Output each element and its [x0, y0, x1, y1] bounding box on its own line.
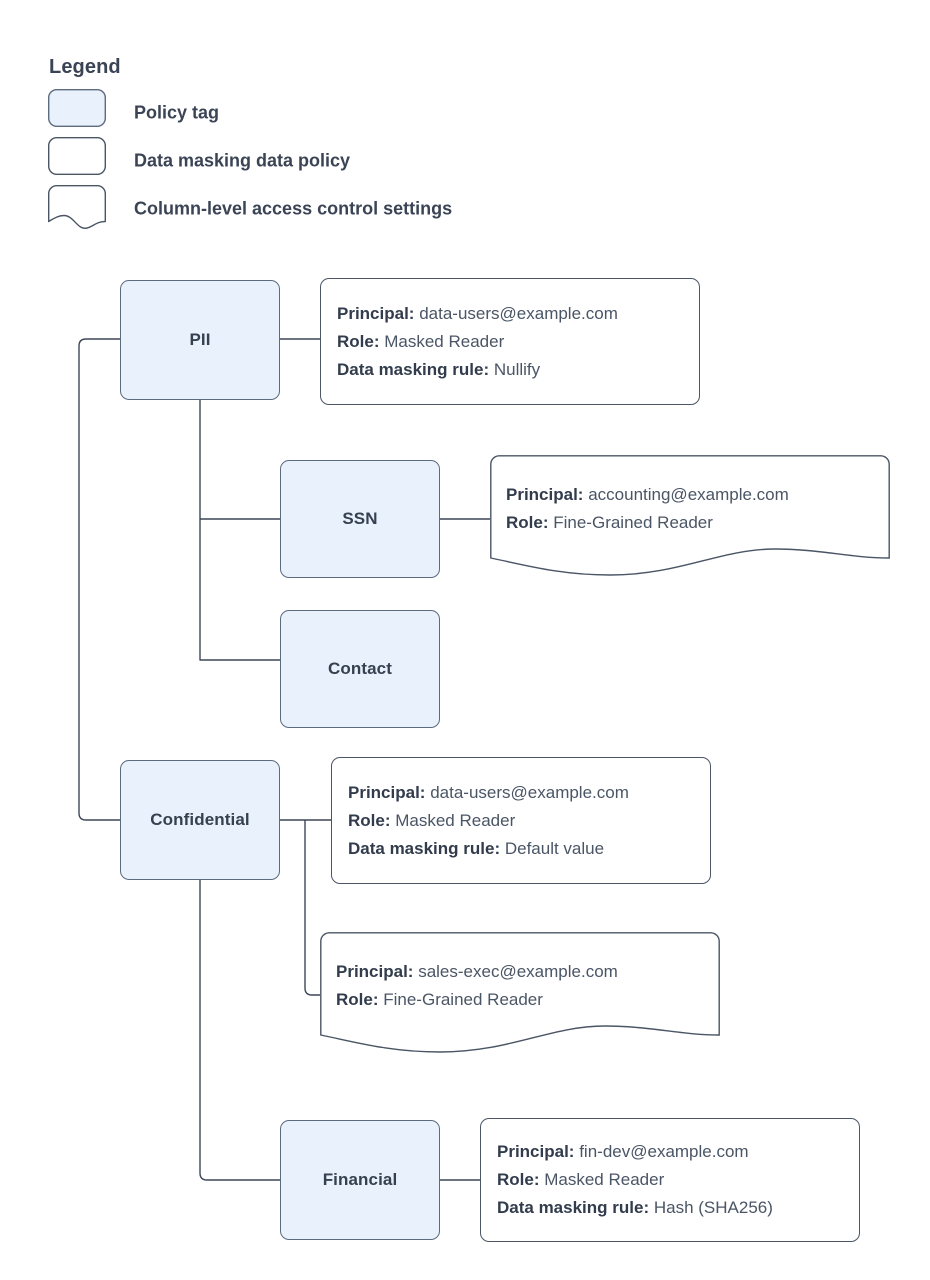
legend-item-column-access-control: Column-level access control settings — [48, 185, 668, 233]
policy-tag-node-financial[interactable]: Financial — [280, 1120, 440, 1240]
callout-confidential-principal-line: Principal: data-users@example.com — [348, 779, 698, 807]
label-principal: Principal: — [337, 303, 415, 323]
value-principal: data-users@example.com — [430, 782, 629, 802]
legend-label-data-masking-policy: Data masking data policy — [134, 150, 351, 171]
callout-confidential-masking-rule-line: Data masking rule: Default value — [348, 835, 698, 863]
policy-tag-node-ssn[interactable]: SSN — [280, 460, 440, 578]
policy-tag-label-financial: Financial — [322, 1170, 398, 1189]
callout-financial-principal-line: Principal: fin-dev@example.com — [497, 1138, 847, 1166]
callout-confidential-access-principal-line: Principal: sales-exec@example.com — [336, 958, 708, 986]
callout-pii-body: Principal: data-users@example.com Role: … — [337, 300, 687, 384]
label-role: Role: — [348, 810, 391, 830]
policy-tag-label-pii: PII — [189, 330, 211, 349]
value-role: Masked Reader — [384, 331, 505, 351]
data-masking-policy-swatch-icon — [47, 136, 106, 175]
callout-ssn-body: Principal: accounting@example.com Role: … — [506, 481, 878, 537]
label-role: Role: — [336, 990, 379, 1009]
callout-financial-role-line: Role: Masked Reader — [497, 1166, 847, 1194]
label-masking-rule: Data masking rule: — [337, 359, 490, 379]
value-role: Masked Reader — [395, 810, 516, 830]
callout-confidential-access-body: Principal: sales-exec@example.com Role: … — [336, 958, 708, 1014]
value-masking-rule: Hash (SHA256) — [653, 1198, 773, 1217]
wavy-callout-shape-ssn — [490, 455, 890, 585]
value-role: Fine-Grained Reader — [383, 990, 543, 1009]
value-principal: fin-dev@example.com — [579, 1142, 749, 1161]
value-principal: sales-exec@example.com — [418, 962, 618, 981]
callout-financial-data-masking-policy: Principal: fin-dev@example.com Role: Mas… — [480, 1118, 860, 1242]
callout-pii-principal-line: Principal: data-users@example.com — [337, 300, 687, 328]
policy-tag-node-contact[interactable]: Contact — [280, 610, 440, 728]
value-role: Masked Reader — [544, 1170, 665, 1189]
label-principal: Principal: — [336, 962, 414, 981]
legend-item-data-masking-policy: Data masking data policy — [47, 136, 668, 185]
label-role: Role: — [506, 513, 549, 532]
callout-financial-body: Principal: fin-dev@example.com Role: Mas… — [497, 1138, 847, 1222]
label-principal: Principal: — [506, 485, 584, 504]
wavy-callout-shape-confidential — [320, 932, 720, 1062]
label-role: Role: — [497, 1170, 540, 1189]
legend-item-policy-tag: Policy tag — [47, 88, 668, 137]
callout-ssn-column-access-control: Principal: accounting@example.com Role: … — [490, 455, 890, 585]
policy-tag-label-contact: Contact — [328, 659, 392, 678]
callout-confidential-policy-body: Principal: data-users@example.com Role: … — [348, 779, 698, 863]
callout-confidential-role-line: Role: Masked Reader — [348, 807, 698, 835]
callout-ssn-role-line: Role: Fine-Grained Reader — [506, 509, 878, 537]
callout-confidential-data-masking-policy: Principal: data-users@example.com Role: … — [331, 757, 711, 884]
value-masking-rule: Default value — [504, 838, 605, 858]
policy-tag-label-ssn: SSN — [342, 509, 378, 528]
policy-tag-label-confidential: Confidential — [150, 810, 250, 829]
label-masking-rule: Data masking rule: — [497, 1198, 650, 1217]
callout-confidential-column-access-control: Principal: sales-exec@example.com Role: … — [320, 932, 720, 1062]
legend-title: Legend — [49, 56, 121, 78]
callout-pii-masking-rule-line: Data masking rule: Nullify — [337, 356, 687, 384]
value-principal: accounting@example.com — [588, 485, 789, 504]
legend-label-column-access-control: Column-level access control settings — [134, 198, 453, 219]
label-principal: Principal: — [497, 1142, 575, 1161]
column-access-control-swatch-icon — [48, 185, 106, 229]
value-role: Fine-Grained Reader — [553, 513, 713, 532]
legend-label-policy-tag: Policy tag — [134, 102, 220, 123]
policy-tag-node-pii[interactable]: PII — [120, 280, 280, 400]
callout-financial-masking-rule-line: Data masking rule: Hash (SHA256) — [497, 1194, 847, 1222]
policy-tag-swatch-icon — [47, 88, 106, 127]
label-principal: Principal: — [348, 782, 426, 802]
value-masking-rule: Nullify — [493, 359, 541, 379]
legend: Legend Policy tag Data masking data poli… — [47, 56, 668, 233]
policy-tag-node-confidential[interactable]: Confidential — [120, 760, 280, 880]
callout-pii-data-masking-policy: Principal: data-users@example.com Role: … — [320, 278, 700, 405]
callout-pii-role-line: Role: Masked Reader — [337, 328, 687, 356]
callout-ssn-principal-line: Principal: accounting@example.com — [506, 481, 878, 509]
label-role: Role: — [337, 331, 380, 351]
value-principal: data-users@example.com — [419, 303, 618, 323]
label-masking-rule: Data masking rule: — [348, 838, 501, 858]
callout-confidential-access-role-line: Role: Fine-Grained Reader — [336, 986, 708, 1014]
